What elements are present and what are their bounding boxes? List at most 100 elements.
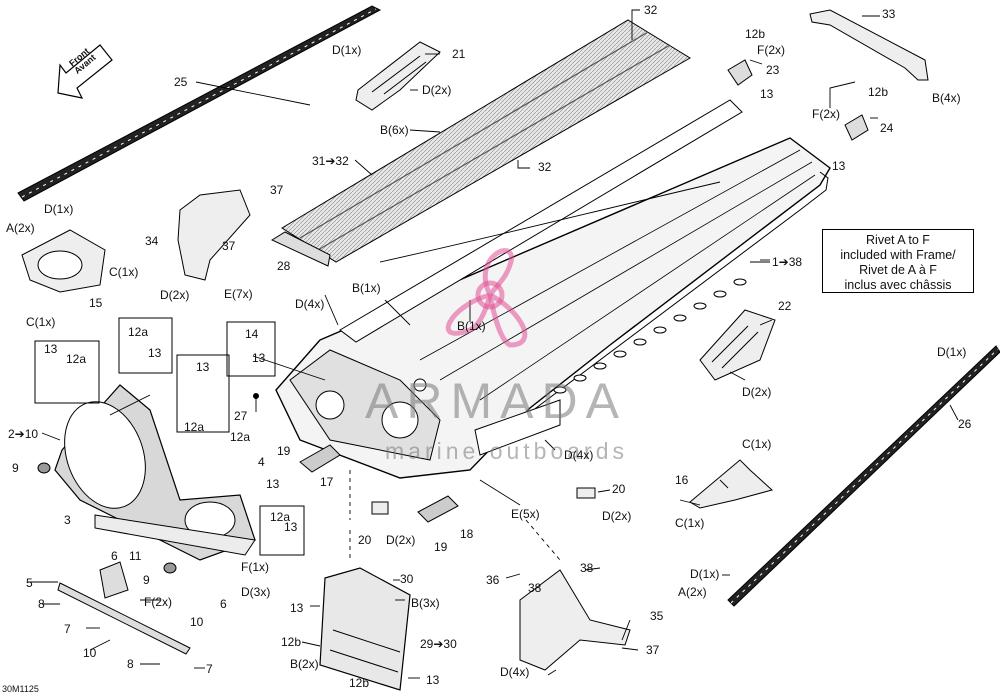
label-d2x-22: D(2x): [742, 385, 772, 399]
label-b3x: B(3x): [411, 596, 440, 610]
label-f2x-right: F(2x): [812, 107, 840, 121]
label-d1x-right: D(1x): [937, 345, 967, 359]
label-12a-box5: 12a: [270, 510, 291, 524]
label-30: 30: [400, 572, 414, 586]
label-13-right: 13: [832, 159, 846, 173]
label-13-box2: 13: [148, 346, 162, 360]
rail-5: [57, 582, 191, 655]
bracket-23: [727, 59, 753, 86]
label-20-right: 20: [612, 482, 626, 496]
label-13-bottom: 13: [426, 673, 440, 687]
label-31-32: 31➔32: [312, 154, 349, 168]
label-13-mid: 13: [266, 477, 280, 491]
label-37-a: 37: [270, 183, 284, 197]
tunnel-cover-31: [281, 19, 691, 263]
label-10: 10: [83, 646, 97, 660]
label-33: 33: [882, 7, 896, 21]
label-22: 22: [778, 299, 792, 313]
bracket-21: [355, 41, 441, 111]
label-13-box1: 13: [44, 342, 58, 356]
fastener-27: [253, 393, 259, 399]
label-36: 36: [486, 573, 500, 587]
label-13-box3: 13: [196, 360, 210, 374]
label-b4x: B(4x): [932, 91, 961, 105]
label-c1x-right-bot: C(1x): [675, 516, 705, 530]
label-13-top: 13: [760, 87, 774, 101]
label-38-b: 38: [528, 581, 542, 595]
label-38-a: 38: [580, 561, 594, 575]
label-e5x: E(5x): [511, 507, 540, 521]
bracket-34: [177, 189, 251, 281]
rivet-note-line-1: Rivet A to F: [866, 233, 930, 247]
detail-boxes: [34, 317, 305, 556]
label-32-mid: 32: [538, 160, 552, 174]
front-arrow-icon: [57, 44, 113, 99]
label-26: 26: [958, 417, 972, 431]
label-12b-bottom: 12b: [349, 676, 370, 690]
label-5: 5: [26, 576, 33, 590]
label-b2x: B(2x): [290, 657, 319, 671]
label-13-box4: 13: [252, 351, 266, 365]
label-10b: 10: [190, 615, 204, 629]
label-24: 24: [880, 121, 894, 135]
label-f1x: F(1x): [241, 560, 269, 574]
label-a2x-left: A(2x): [6, 221, 35, 235]
rail-25: [17, 5, 382, 202]
watermark-tagline: marine outboards: [385, 438, 628, 464]
label-d4x-bottom: D(4x): [500, 665, 530, 679]
label-f2x-top: F(2x): [757, 43, 785, 57]
rivet-note-line-2: included with Frame/: [840, 248, 956, 262]
drawing-code: 30M1125: [2, 684, 39, 694]
label-9-left: 9: [12, 461, 19, 475]
bracket-22: [699, 309, 776, 381]
label-37-c: 37: [646, 643, 660, 657]
label-4: 4: [258, 455, 265, 469]
plate-20: [371, 487, 596, 515]
label-12a-box3: 12a: [184, 420, 205, 434]
label-12b-right: 12b: [868, 85, 889, 99]
label-3: 3: [64, 513, 71, 527]
bulkhead-3: [54, 384, 256, 561]
label-d4x-mid: D(4x): [564, 448, 594, 462]
label-d3x: D(3x): [241, 585, 271, 599]
label-16: 16: [675, 473, 689, 487]
label-b6x: B(6x): [380, 123, 409, 137]
rivet-note-box: Rivet A to F included with Frame/ Rivet …: [822, 229, 974, 293]
rivet-note-line-4: inclus avec châssis: [844, 278, 952, 292]
label-d1x-left: D(1x): [44, 202, 74, 216]
label-d2x-21: D(2x): [422, 83, 452, 97]
support-35: [519, 569, 631, 671]
label-28: 28: [277, 259, 291, 273]
label-d1x-bottom: D(1x): [690, 567, 720, 581]
propeller-icon: [445, 248, 528, 348]
label-b1x-a: B(1x): [352, 281, 381, 295]
brace-28: [270, 231, 331, 267]
label-12a-box1: 12a: [66, 352, 87, 366]
label-18: 18: [460, 527, 474, 541]
grommet-9: [37, 462, 177, 574]
plate-11: [99, 561, 129, 599]
label-14: 14: [245, 327, 259, 341]
label-9-mid: 9: [143, 573, 150, 587]
label-d2x-mid: D(2x): [386, 533, 416, 547]
label-27: 27: [234, 409, 248, 423]
label-12a-mid: 12a: [230, 430, 251, 444]
label-a2x-right: A(2x): [678, 585, 707, 599]
label-34: 34: [145, 234, 159, 248]
bracket-17: [299, 444, 341, 473]
label-32-top: 32: [644, 3, 658, 17]
label-12b-cooler: 12b: [281, 635, 302, 649]
label-21: 21: [452, 47, 466, 61]
label-12a-box2: 12a: [128, 325, 149, 339]
deflector-15: [21, 229, 106, 293]
label-17: 17: [320, 475, 334, 489]
main-frame-1: [275, 99, 831, 479]
label-c1x-left: C(1x): [26, 315, 56, 329]
bracket-33: [809, 9, 929, 81]
label-15: 15: [89, 296, 103, 310]
label-35: 35: [650, 609, 664, 623]
deflector-16: [689, 459, 774, 509]
label-19-b: 19: [434, 540, 448, 554]
